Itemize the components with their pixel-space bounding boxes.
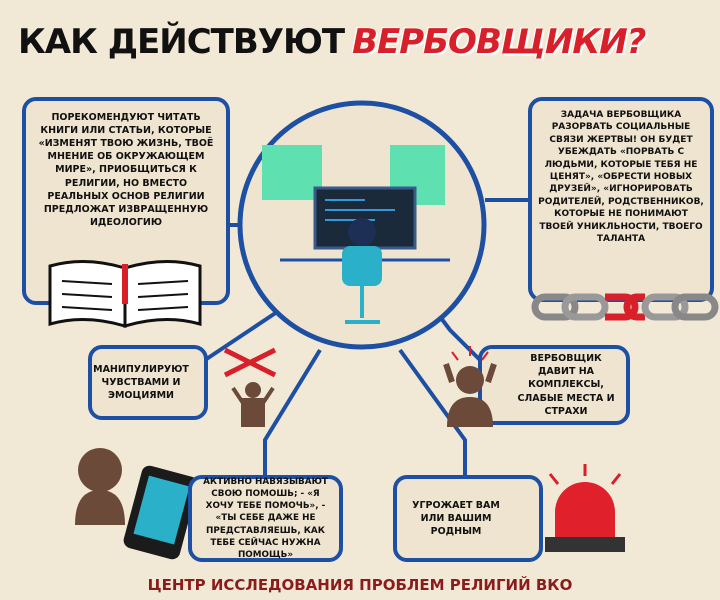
scammer-phone-icon — [75, 448, 199, 560]
box-social-ties: Задача вербовщика разорвать социальные с… — [528, 97, 714, 302]
box-manipulate: Манипулируют чувствами и эмоциями — [88, 345, 208, 420]
stressed-person-icon — [443, 346, 497, 427]
box-books-text: Порекомендуют читать книги или статьи, к… — [38, 112, 214, 228]
programmer-illustration — [262, 145, 450, 324]
puppet-icon — [223, 347, 277, 427]
box-threat-text: Угрожает вам или вашим родным — [412, 499, 500, 538]
open-book-icon — [48, 259, 202, 329]
siren-icon — [545, 464, 625, 552]
box-help: Активно навязывают свою помошь; - «я хоч… — [188, 475, 343, 562]
box-complexes: Вербовщик давит на комплексы, слабые мес… — [478, 345, 630, 425]
box-help-text: Активно навязывают свою помошь; - «я хоч… — [203, 477, 328, 560]
box-manipulate-text: Манипулируют чувствами и эмоциями — [93, 363, 189, 402]
title-accent: ВЕРБОВЩИКИ? — [352, 22, 646, 62]
box-complexes-text: Вербовщик давит на комплексы, слабые мес… — [517, 353, 615, 417]
title-main: КАК ДЕЙСТВУЮТ — [18, 22, 345, 62]
box-social-text: Задача вербовщика разорвать социальные с… — [538, 110, 704, 245]
footer-organization: ЦЕНТР ИССЛЕДОВАНИЯ ПРОБЛЕМ РЕЛИГИЙ ВКО — [147, 576, 573, 594]
broken-chain-icon — [531, 293, 719, 321]
box-threat: Угрожает вам или вашим родным — [393, 475, 543, 562]
